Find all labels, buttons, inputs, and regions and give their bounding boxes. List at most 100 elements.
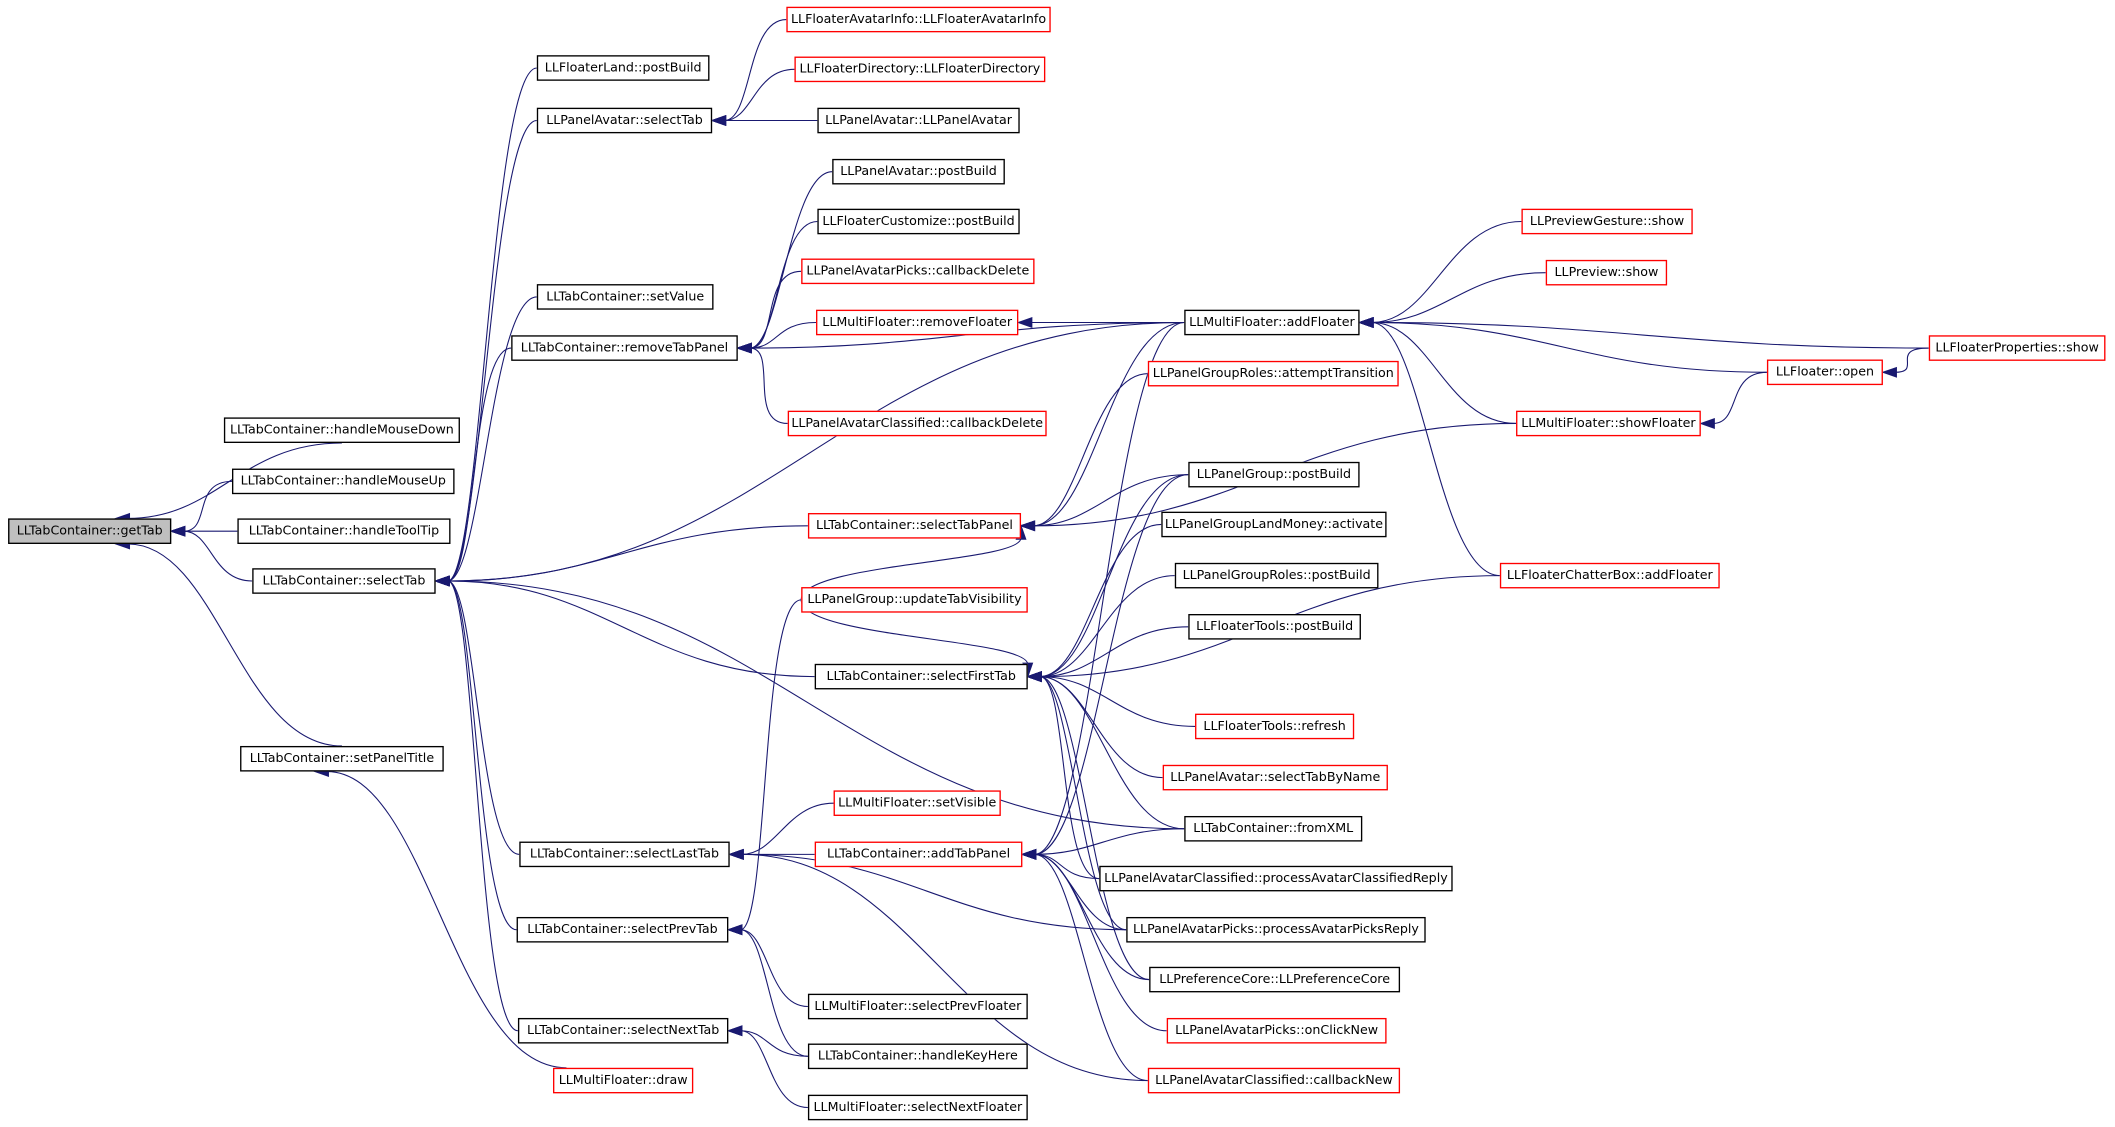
- node-setpaneltitle[interactable]: LLTabContainer::setPanelTitle: [240, 745, 444, 772]
- node-multifloater-addfloater[interactable]: LLMultiFloater::addFloater: [1184, 309, 1360, 336]
- node-panelavatar-selecttabbyname[interactable]: LLPanelAvatar::selectTabByName: [1162, 764, 1388, 791]
- call-edge: [447, 580, 519, 1032]
- call-edge: [1039, 676, 1127, 931]
- arrowhead: [726, 1025, 743, 1037]
- node-avatarpicks-onclicknew[interactable]: LLPanelAvatarPicks::onClickNew: [1166, 1017, 1387, 1044]
- node-floatercustomize-postbuild[interactable]: LLFloaterCustomize::postBuild: [817, 208, 1020, 235]
- call-edge: [740, 1030, 808, 1057]
- call-edge: [1371, 220, 1522, 324]
- call-edge: [1034, 474, 1189, 855]
- call-edge: [1034, 321, 1185, 855]
- node-selectfirsttab[interactable]: LLTabContainer::selectFirstTab: [814, 663, 1028, 690]
- call-edge: [1895, 347, 1929, 373]
- call-edge: [447, 580, 517, 931]
- call-edge: [1039, 523, 1162, 678]
- node-grouproles-attempttransition[interactable]: LLPanelGroupRoles::attemptTransition: [1147, 360, 1399, 387]
- node-multifloater-showfloater[interactable]: LLMultiFloater::showFloater: [1516, 410, 1701, 437]
- call-edge: [749, 321, 817, 349]
- arrowhead: [1699, 418, 1715, 429]
- call-edge: [447, 525, 808, 582]
- call-edge: [447, 321, 1185, 582]
- arrowhead: [1019, 520, 1036, 532]
- call-edge: [327, 771, 567, 1069]
- node-avatarclassified-callbacknew[interactable]: LLPanelAvatarClassified::callbackNew: [1147, 1067, 1401, 1094]
- node-avatarclassified-processreply[interactable]: LLPanelAvatarClassified::processAvatarCl…: [1099, 865, 1453, 892]
- arrowhead: [1357, 317, 1374, 328]
- node-selecttabpanel[interactable]: LLTabContainer::selectTabPanel: [807, 513, 1022, 539]
- call-edge: [1039, 474, 1189, 678]
- node-floaterproperties-show[interactable]: LLFloaterProperties::show: [1928, 335, 2106, 361]
- node-floatertools-refresh[interactable]: LLFloaterTools::refresh: [1195, 713, 1355, 740]
- arrowhead: [169, 525, 186, 537]
- node-floaterland-postbuild[interactable]: LLFloaterLand::postBuild: [536, 55, 710, 81]
- call-edge: [1039, 676, 1150, 981]
- call-edge: [447, 347, 512, 582]
- call-edge: [749, 347, 788, 425]
- call-edge: [741, 802, 834, 855]
- call-edge: [1371, 321, 1517, 425]
- node-handlemouseup[interactable]: LLTabContainer::handleMouseUp: [231, 468, 455, 495]
- node-multifloater-setvisible[interactable]: LLMultiFloater::setVisible: [833, 790, 1001, 816]
- call-edge: [740, 1030, 808, 1109]
- arrowhead: [434, 575, 450, 587]
- node-multifloater-removefloater[interactable]: LLMultiFloater::removeFloater: [816, 309, 1019, 336]
- node-addtabpanel[interactable]: LLTabContainer::addTabPanel: [814, 841, 1023, 868]
- node-fromxml[interactable]: LLTabContainer::fromXML: [1184, 815, 1363, 842]
- call-edge: [1371, 321, 1929, 349]
- arrowhead: [1016, 317, 1033, 328]
- call-edge: [1039, 676, 1196, 727]
- node-handlemousedown[interactable]: LLTabContainer::handleMouseDown: [223, 417, 460, 443]
- call-edge: [1712, 371, 1767, 425]
- call-edge: [447, 580, 520, 855]
- arrowhead: [736, 342, 752, 354]
- node-floateravatarinfo-ctor[interactable]: LLFloaterAvatarInfo::LLFloaterAvatarInfo: [786, 6, 1051, 33]
- call-edge: [1034, 853, 1167, 1032]
- node-panelgroup-postbuild[interactable]: LLPanelGroup::postBuild: [1188, 461, 1360, 488]
- node-handlekeyhere[interactable]: LLTabContainer::handleKeyHere: [807, 1043, 1028, 1070]
- node-previewgesture-show[interactable]: LLPreviewGesture::show: [1521, 208, 1693, 235]
- call-edge: [128, 543, 342, 747]
- node-avatarpicks-processreply[interactable]: LLPanelAvatarPicks::processAvatarPicksRe…: [1126, 916, 1426, 943]
- call-edge: [724, 68, 795, 122]
- call-edge: [1371, 321, 1500, 577]
- node-updatetabvisibility[interactable]: LLPanelGroup::updateTabVisibility: [801, 587, 1028, 613]
- node-preferencecore-ctor[interactable]: LLPreferenceCore::LLPreferenceCore: [1149, 966, 1401, 993]
- node-selectnexttab[interactable]: LLTabContainer::selectNextTab: [517, 1017, 729, 1044]
- node-grouplandmoney-activate[interactable]: LLPanelGroupLandMoney::activate: [1161, 511, 1387, 538]
- call-edge: [447, 580, 815, 678]
- node-handletooltip[interactable]: LLTabContainer::handleToolTip: [237, 518, 451, 544]
- node-removetabpanel[interactable]: LLTabContainer::removeTabPanel: [511, 335, 738, 361]
- node-panelavatar-postbuild[interactable]: LLPanelAvatar::postBuild: [832, 158, 1005, 185]
- node-multifloater-selectnextfloater[interactable]: LLMultiFloater::selectNextFloater: [807, 1094, 1028, 1121]
- node-selectlasttab[interactable]: LLTabContainer::selectLastTab: [519, 841, 730, 868]
- node-floatertools-postbuild[interactable]: LLFloaterTools::postBuild: [1188, 614, 1361, 640]
- call-edge: [749, 220, 818, 349]
- call-edge: [749, 270, 802, 349]
- call-edge: [740, 929, 808, 1008]
- call-edge: [741, 853, 1148, 1082]
- call-edge: [1371, 321, 1767, 373]
- call-edge: [724, 18, 787, 122]
- call-edge: [749, 321, 1185, 349]
- node-avatarclassified-callbackdelete[interactable]: LLPanelAvatarClassified::callbackDelete: [787, 410, 1047, 437]
- node-multifloater-draw[interactable]: LLMultiFloater::draw: [553, 1067, 694, 1094]
- node-grouproles-postbuild[interactable]: LLPanelGroupRoles::postBuild: [1174, 562, 1379, 589]
- node-multifloater-selectprevfloater[interactable]: LLMultiFloater::selectPrevFloater: [807, 993, 1028, 1020]
- node-preview-show[interactable]: LLPreview::show: [1545, 259, 1668, 286]
- node-selecttab[interactable]: LLTabContainer::selectTab: [252, 568, 436, 594]
- node-selectprevtab[interactable]: LLTabContainer::selectPrevTab: [516, 916, 729, 943]
- node-floater-open[interactable]: LLFloater::open: [1766, 359, 1883, 386]
- call-edge: [800, 599, 1029, 665]
- call-edge: [128, 442, 342, 519]
- node-avatarpicks-callbackdelete[interactable]: LLPanelAvatarPicks::callbackDelete: [801, 258, 1035, 285]
- node-chatterbox-addfloater[interactable]: LLFloaterChatterBox::addFloater: [1499, 562, 1720, 589]
- arrowhead: [710, 115, 727, 126]
- node-panelavatar-ctor[interactable]: LLPanelAvatar::LLPanelAvatar: [817, 107, 1020, 134]
- node-panelavatar-selecttab[interactable]: LLPanelAvatar::selectTab: [536, 107, 713, 134]
- node-floaterdirectory-ctor[interactable]: LLFloaterDirectory::LLFloaterDirectory: [794, 56, 1046, 83]
- call-edge: [741, 853, 1127, 931]
- node-setvalue[interactable]: LLTabContainer::setValue: [536, 284, 714, 310]
- call-edge: [1039, 575, 1175, 678]
- arrowhead: [1020, 848, 1037, 860]
